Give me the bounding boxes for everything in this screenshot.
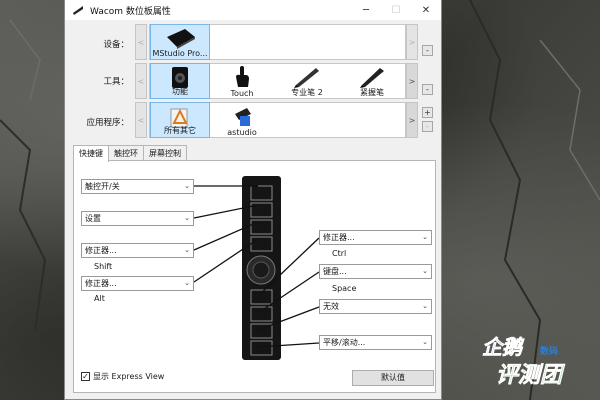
remove-tool-button[interactable]: - — [422, 84, 433, 95]
express-key-1-value: 触控开/关 — [85, 182, 120, 191]
express-key-8-value: 平移/滚动... — [323, 338, 366, 347]
device-tile-label: MStudio Pro... — [152, 49, 208, 58]
tool-strip: 功能 Touch 专业笔 2 紧握笔 — [149, 63, 406, 99]
chevron-down-icon: ⌄ — [184, 279, 190, 287]
express-key-5-select[interactable]: 修正器... ⌄ — [319, 230, 432, 245]
maximize-button[interactable]: ☐ — [391, 4, 401, 16]
tablet-icon — [167, 29, 195, 49]
express-key-1-select[interactable]: 触控开/关 ⌄ — [81, 179, 194, 194]
pen-icon — [294, 68, 319, 88]
device-scroll-left[interactable]: < — [135, 24, 147, 60]
chevron-down-icon: ⌄ — [184, 214, 190, 222]
tab-express-keys[interactable]: 快捷键 — [73, 145, 109, 162]
app-tile-label: 所有其它 — [164, 126, 196, 135]
remove-app-button[interactable]: - — [422, 121, 433, 132]
app-tile-label: astudio — [227, 128, 257, 137]
express-key-2-select[interactable]: 设置 ⌄ — [81, 211, 194, 226]
chevron-down-icon: ⌄ — [422, 267, 428, 275]
express-key-5-modifier: Ctrl — [332, 249, 347, 258]
all-apps-icon — [170, 108, 188, 128]
express-key-7-select[interactable]: 无效 ⌄ — [319, 299, 432, 314]
touch-ring-center — [252, 261, 270, 279]
express-key-8-select[interactable]: 平移/滚动... ⌄ — [319, 335, 432, 350]
window-title: Wacom 数位板属性 — [90, 6, 171, 17]
chevron-down-icon: ⌄ — [184, 246, 190, 254]
svg-text:企鹅: 企鹅 — [482, 335, 525, 359]
touch-hand-icon — [236, 66, 249, 87]
grip-pen-icon — [360, 68, 384, 88]
tool-tile-label: 功能 — [172, 87, 188, 96]
tool-tile-grip-pen[interactable]: 紧握笔 — [342, 63, 402, 99]
show-express-view-checkbox[interactable]: ✓ — [81, 372, 90, 381]
wacom-properties-window: Wacom 数位板属性 ─ ☐ ✕ 设备： < MStudio Pro... >… — [64, 0, 442, 400]
express-key-4-value: 修正器... — [85, 279, 117, 288]
astudio-icon — [235, 108, 251, 126]
tool-scroll-right[interactable]: > — [406, 63, 418, 99]
chevron-down-icon: ⌄ — [422, 233, 428, 241]
add-app-button[interactable]: + — [422, 107, 433, 118]
chevron-down-icon: ⌄ — [422, 338, 428, 346]
remove-device-button[interactable]: - — [422, 45, 433, 56]
penguin-review-watermark-logo: 企鹅 数码 评测团 — [482, 335, 567, 389]
functions-icon — [172, 67, 188, 88]
tool-tile-label: 专业笔 2 — [291, 88, 323, 97]
express-key-3-modifier: Shift — [94, 262, 113, 271]
express-key-5-value: 修正器... — [323, 233, 355, 242]
callout-lines — [193, 185, 320, 348]
tool-row-label: 工具： — [103, 77, 129, 87]
express-key-6-select[interactable]: 键盘... ⌄ — [319, 264, 432, 279]
express-key-3-value: 修正器... — [85, 246, 117, 255]
express-key-4-modifier: Alt — [94, 294, 105, 303]
settings-tabs: 快捷键 触控环 屏幕控制 — [73, 145, 187, 162]
tab-screen-control[interactable]: 屏幕控制 — [143, 145, 187, 161]
device-row-label: 设备： — [103, 40, 129, 50]
tool-tile-label: Touch — [230, 89, 254, 98]
chevron-down-icon: ⌄ — [184, 182, 190, 190]
show-express-view-label: 显示 Express View — [93, 372, 165, 381]
close-button[interactable]: ✕ — [421, 4, 431, 16]
app-row-label: 应用程序： — [86, 118, 129, 128]
device-tile-mstudio[interactable]: MStudio Pro... — [150, 24, 210, 60]
svg-text:数码: 数码 — [540, 345, 558, 357]
device-scroll-right[interactable]: > — [406, 24, 418, 60]
tool-tile-label: 紧握笔 — [360, 88, 384, 97]
express-key-6-modifier: Space — [332, 284, 357, 293]
title-bar[interactable]: Wacom 数位板属性 ─ ☐ ✕ — [65, 0, 441, 20]
app-scroll-right[interactable]: > — [406, 102, 418, 138]
restore-defaults-button[interactable]: 默认值 — [352, 370, 434, 386]
minimize-button[interactable]: ─ — [362, 4, 370, 16]
device-strip: MStudio Pro... — [149, 24, 406, 60]
express-key-2-value: 设置 — [85, 214, 101, 223]
svg-text:评测团: 评测团 — [496, 363, 566, 388]
tool-scroll-left[interactable]: < — [135, 63, 147, 99]
express-key-6-value: 键盘... — [323, 267, 347, 276]
app-scroll-left[interactable]: < — [135, 102, 147, 138]
wacom-app-icon — [73, 6, 83, 15]
app-strip: 所有其它 astudio — [149, 102, 406, 138]
app-tile-astudio[interactable]: astudio — [212, 102, 272, 138]
tool-tile-functions[interactable]: 功能 — [150, 63, 210, 99]
show-express-view-option[interactable]: ✓ 显示 Express View — [81, 371, 164, 382]
tool-tile-pro-pen-2[interactable]: 专业笔 2 — [277, 63, 337, 99]
express-key-4-select[interactable]: 修正器... ⌄ — [81, 276, 194, 291]
app-tile-all-others[interactable]: 所有其它 — [150, 102, 210, 138]
express-key-diagram — [193, 176, 320, 360]
tool-tile-touch[interactable]: Touch — [212, 63, 272, 99]
chevron-down-icon: ⌄ — [422, 302, 428, 310]
express-key-7-value: 无效 — [323, 302, 339, 311]
express-key-3-select[interactable]: 修正器... ⌄ — [81, 243, 194, 258]
